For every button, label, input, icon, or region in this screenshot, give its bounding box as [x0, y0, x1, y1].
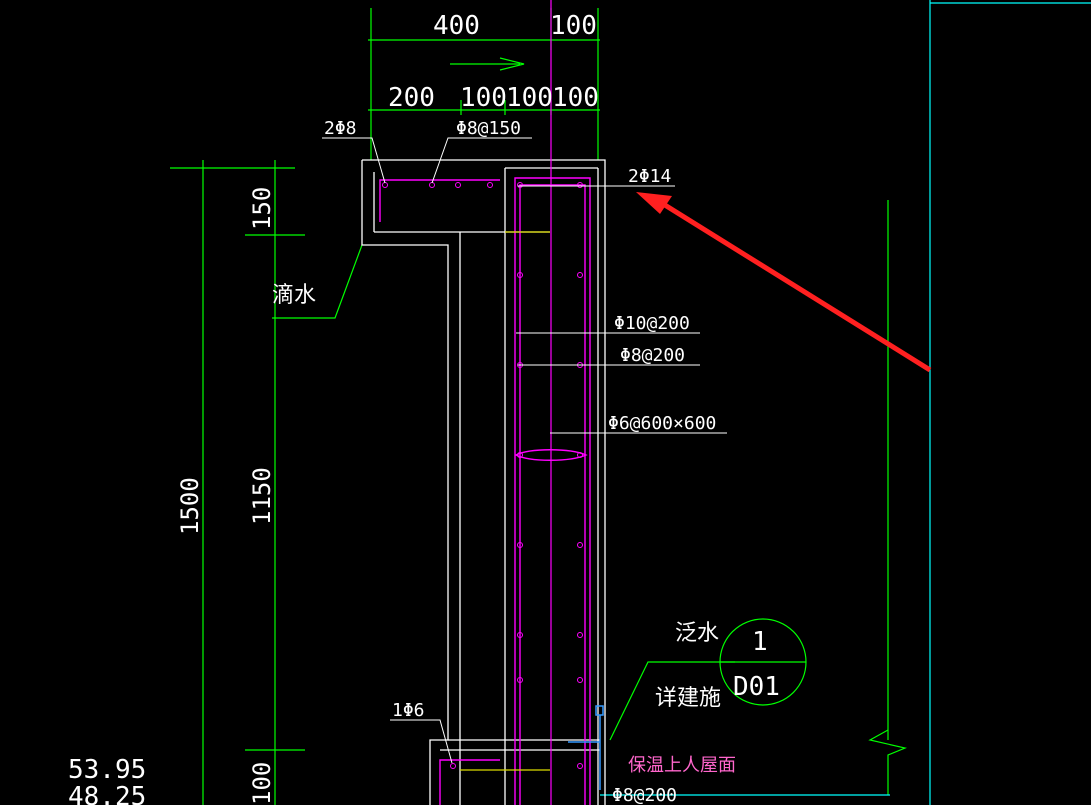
red-arrow-annotation	[636, 192, 932, 373]
label-1phi6: 1Φ6	[392, 700, 425, 721]
dim-100-top: 100	[550, 11, 597, 41]
dim-100-c: 100	[552, 83, 599, 113]
dim-100-b: 100	[506, 83, 553, 113]
elevation-1: 53.95	[68, 755, 146, 785]
note-roof: 保温上人屋面	[628, 755, 736, 776]
callout-sheet: D01	[733, 672, 780, 702]
membrane-marks	[568, 705, 604, 790]
label-phi10-200: Φ10@200	[614, 313, 690, 334]
label-phi8-200: Φ8@200	[620, 345, 685, 366]
dim-1150: 1150	[248, 467, 276, 525]
note-see-arch: 详建施	[655, 686, 721, 711]
dim-1500: 1500	[176, 477, 204, 535]
label-2phi14: 2Φ14	[628, 166, 671, 187]
label-phi8-200-bottom: Φ8@200	[612, 785, 677, 805]
dim-100-a: 100	[460, 83, 507, 113]
note-flashing: 泛水	[675, 621, 719, 646]
note-drip: 滴水	[272, 283, 316, 308]
elevation-2: 48.25	[68, 782, 146, 805]
label-phi8-150: Φ8@150	[456, 118, 521, 139]
leader-lines	[322, 137, 727, 764]
rebar	[379, 177, 591, 805]
grid-lines	[600, 0, 1091, 805]
yellow-bars	[460, 231, 550, 771]
dim-150: 150	[248, 187, 276, 230]
dim-200: 200	[388, 83, 435, 113]
label-2phi8: 2Φ8	[324, 118, 357, 139]
dim-400: 400	[433, 11, 480, 41]
dimension-lines	[170, 8, 907, 805]
dim-100-left: 100	[248, 762, 276, 805]
rebar-dots	[382, 182, 583, 769]
label-phi6-600: Φ6@600×600	[608, 413, 716, 434]
callout-number: 1	[752, 627, 768, 657]
